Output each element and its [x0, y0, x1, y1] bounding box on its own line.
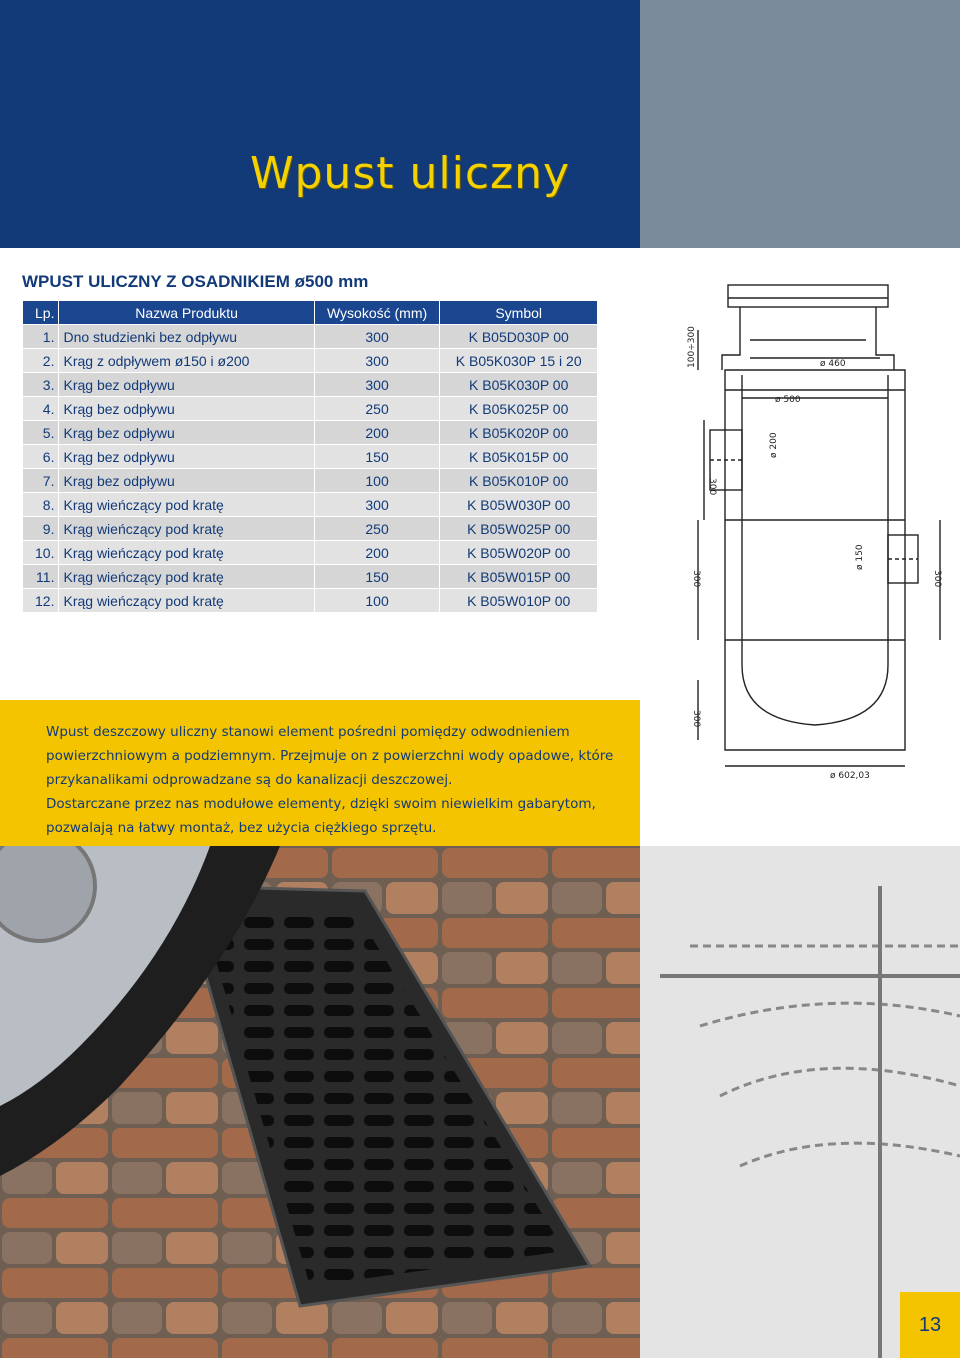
- cell-height: 150: [313, 564, 441, 589]
- drawing-background: [640, 846, 960, 1358]
- cell-name: Krąg bez odpływu: [58, 468, 315, 493]
- cell-lp: 3.: [21, 372, 60, 397]
- description-band: Wpust deszczowy uliczny stanowi element …: [0, 700, 640, 846]
- page-title: Wpust uliczny: [250, 148, 571, 199]
- grate-slots: [200, 906, 565, 1286]
- cell-symbol: K B05K025P 00: [439, 396, 598, 421]
- cell-lp: 9.: [21, 516, 60, 541]
- drawing-shaft-inner: [741, 375, 889, 726]
- product-photo: [0, 846, 960, 1358]
- cell-name: Krąg wieńczący pod kratę: [58, 588, 315, 613]
- cell-lp: 11.: [21, 564, 60, 589]
- cell-lp: 12.: [21, 588, 60, 613]
- cell-height: 200: [313, 420, 441, 445]
- column-header-name: Nazwa Produktu: [58, 300, 315, 325]
- header-blue-panel: [0, 0, 640, 248]
- cell-name: Krąg bez odpływu: [58, 420, 315, 445]
- drawing-shaft-outer: [724, 369, 906, 751]
- cell-name: Krąg bez odpływu: [58, 444, 315, 469]
- column-header-lp: Lp.: [21, 300, 60, 325]
- cell-symbol: K B05W030P 00: [439, 492, 598, 517]
- label-d500: ø 500: [775, 395, 801, 405]
- cell-height: 100: [313, 468, 441, 493]
- cell-symbol: K B05W025P 00: [439, 516, 598, 541]
- header-grey-panel: [640, 0, 960, 248]
- cell-symbol: K B05W010P 00: [439, 588, 598, 613]
- cell-name: Krąg bez odpływu: [58, 396, 315, 421]
- label-h300-a: 300: [707, 478, 717, 495]
- cell-symbol: K B05D030P 00: [439, 324, 598, 349]
- table-header-row: Lp. Nazwa Produktu Wysokość (mm) Symbol: [21, 300, 598, 325]
- cell-height: 300: [313, 492, 441, 517]
- description-paragraph-2: Dostarczane przez nas modułowe elementy,…: [46, 796, 596, 836]
- cell-name: Krąg bez odpływu: [58, 372, 315, 397]
- cell-name: Krąg wieńczący pod kratę: [58, 540, 315, 565]
- label-h300-b: 300: [691, 570, 701, 587]
- cell-height: 250: [313, 396, 441, 421]
- column-header-height: Wysokość (mm): [313, 300, 441, 325]
- cell-name: Dno studzienki bez odpływu: [58, 324, 315, 349]
- drawing-grate-frame: [727, 284, 889, 308]
- label-d602: ø 602,03: [830, 771, 870, 781]
- cell-height: 100: [313, 588, 441, 613]
- cell-lp: 1.: [21, 324, 60, 349]
- label-d150: ø 150: [855, 544, 865, 570]
- cell-name: Krąg wieńczący pod kratę: [58, 492, 315, 517]
- page-number: 13: [900, 1292, 960, 1358]
- cell-symbol: K B05W015P 00: [439, 564, 598, 589]
- cell-lp: 7.: [21, 468, 60, 493]
- cell-symbol: K B05K030P 15 i 20: [439, 348, 598, 373]
- cell-lp: 10.: [21, 540, 60, 565]
- cell-symbol: K B05K015P 00: [439, 444, 598, 469]
- cell-lp: 2.: [21, 348, 60, 373]
- label-h300-c: 300: [932, 570, 942, 587]
- cell-symbol: K B05K030P 00: [439, 372, 598, 397]
- drawing-upper-collar: [721, 307, 895, 370]
- cell-height: 300: [313, 324, 441, 349]
- product-table: Lp. Nazwa Produktu Wysokość (mm) Symbol …: [21, 300, 598, 613]
- label-h-top: 100÷300: [687, 326, 697, 368]
- label-d460: ø 460: [820, 359, 846, 369]
- column-header-symbol: Symbol: [439, 300, 598, 325]
- cell-name: Krąg wieńczący pod kratę: [58, 564, 315, 589]
- cell-lp: 5.: [21, 420, 60, 445]
- description-paragraph-1: Wpust deszczowy uliczny stanowi element …: [46, 724, 614, 788]
- label-d200: ø 200: [769, 432, 779, 458]
- cell-symbol: K B05W020P 00: [439, 540, 598, 565]
- cell-lp: 4.: [21, 396, 60, 421]
- label-h300-d: 300: [691, 710, 701, 727]
- cell-lp: 8.: [21, 492, 60, 517]
- cell-name: Krąg wieńczący pod kratę: [58, 516, 315, 541]
- cell-height: 200: [313, 540, 441, 565]
- cell-lp: 6.: [21, 444, 60, 469]
- technical-drawing: ø 460 ø 500 ø 602,03 100÷300 300 ø 200 3…: [687, 284, 942, 781]
- cell-height: 250: [313, 516, 441, 541]
- cell-symbol: K B05K020P 00: [439, 420, 598, 445]
- cell-name: Krąg z odpływem ø150 i ø200: [58, 348, 315, 373]
- cell-height: 150: [313, 444, 441, 469]
- section-title: WPUST ULICZNY Z OSADNIKIEM ø500 mm: [22, 272, 369, 291]
- cell-symbol: K B05K010P 00: [439, 468, 598, 493]
- cell-height: 300: [313, 372, 441, 397]
- cell-height: 300: [313, 348, 441, 373]
